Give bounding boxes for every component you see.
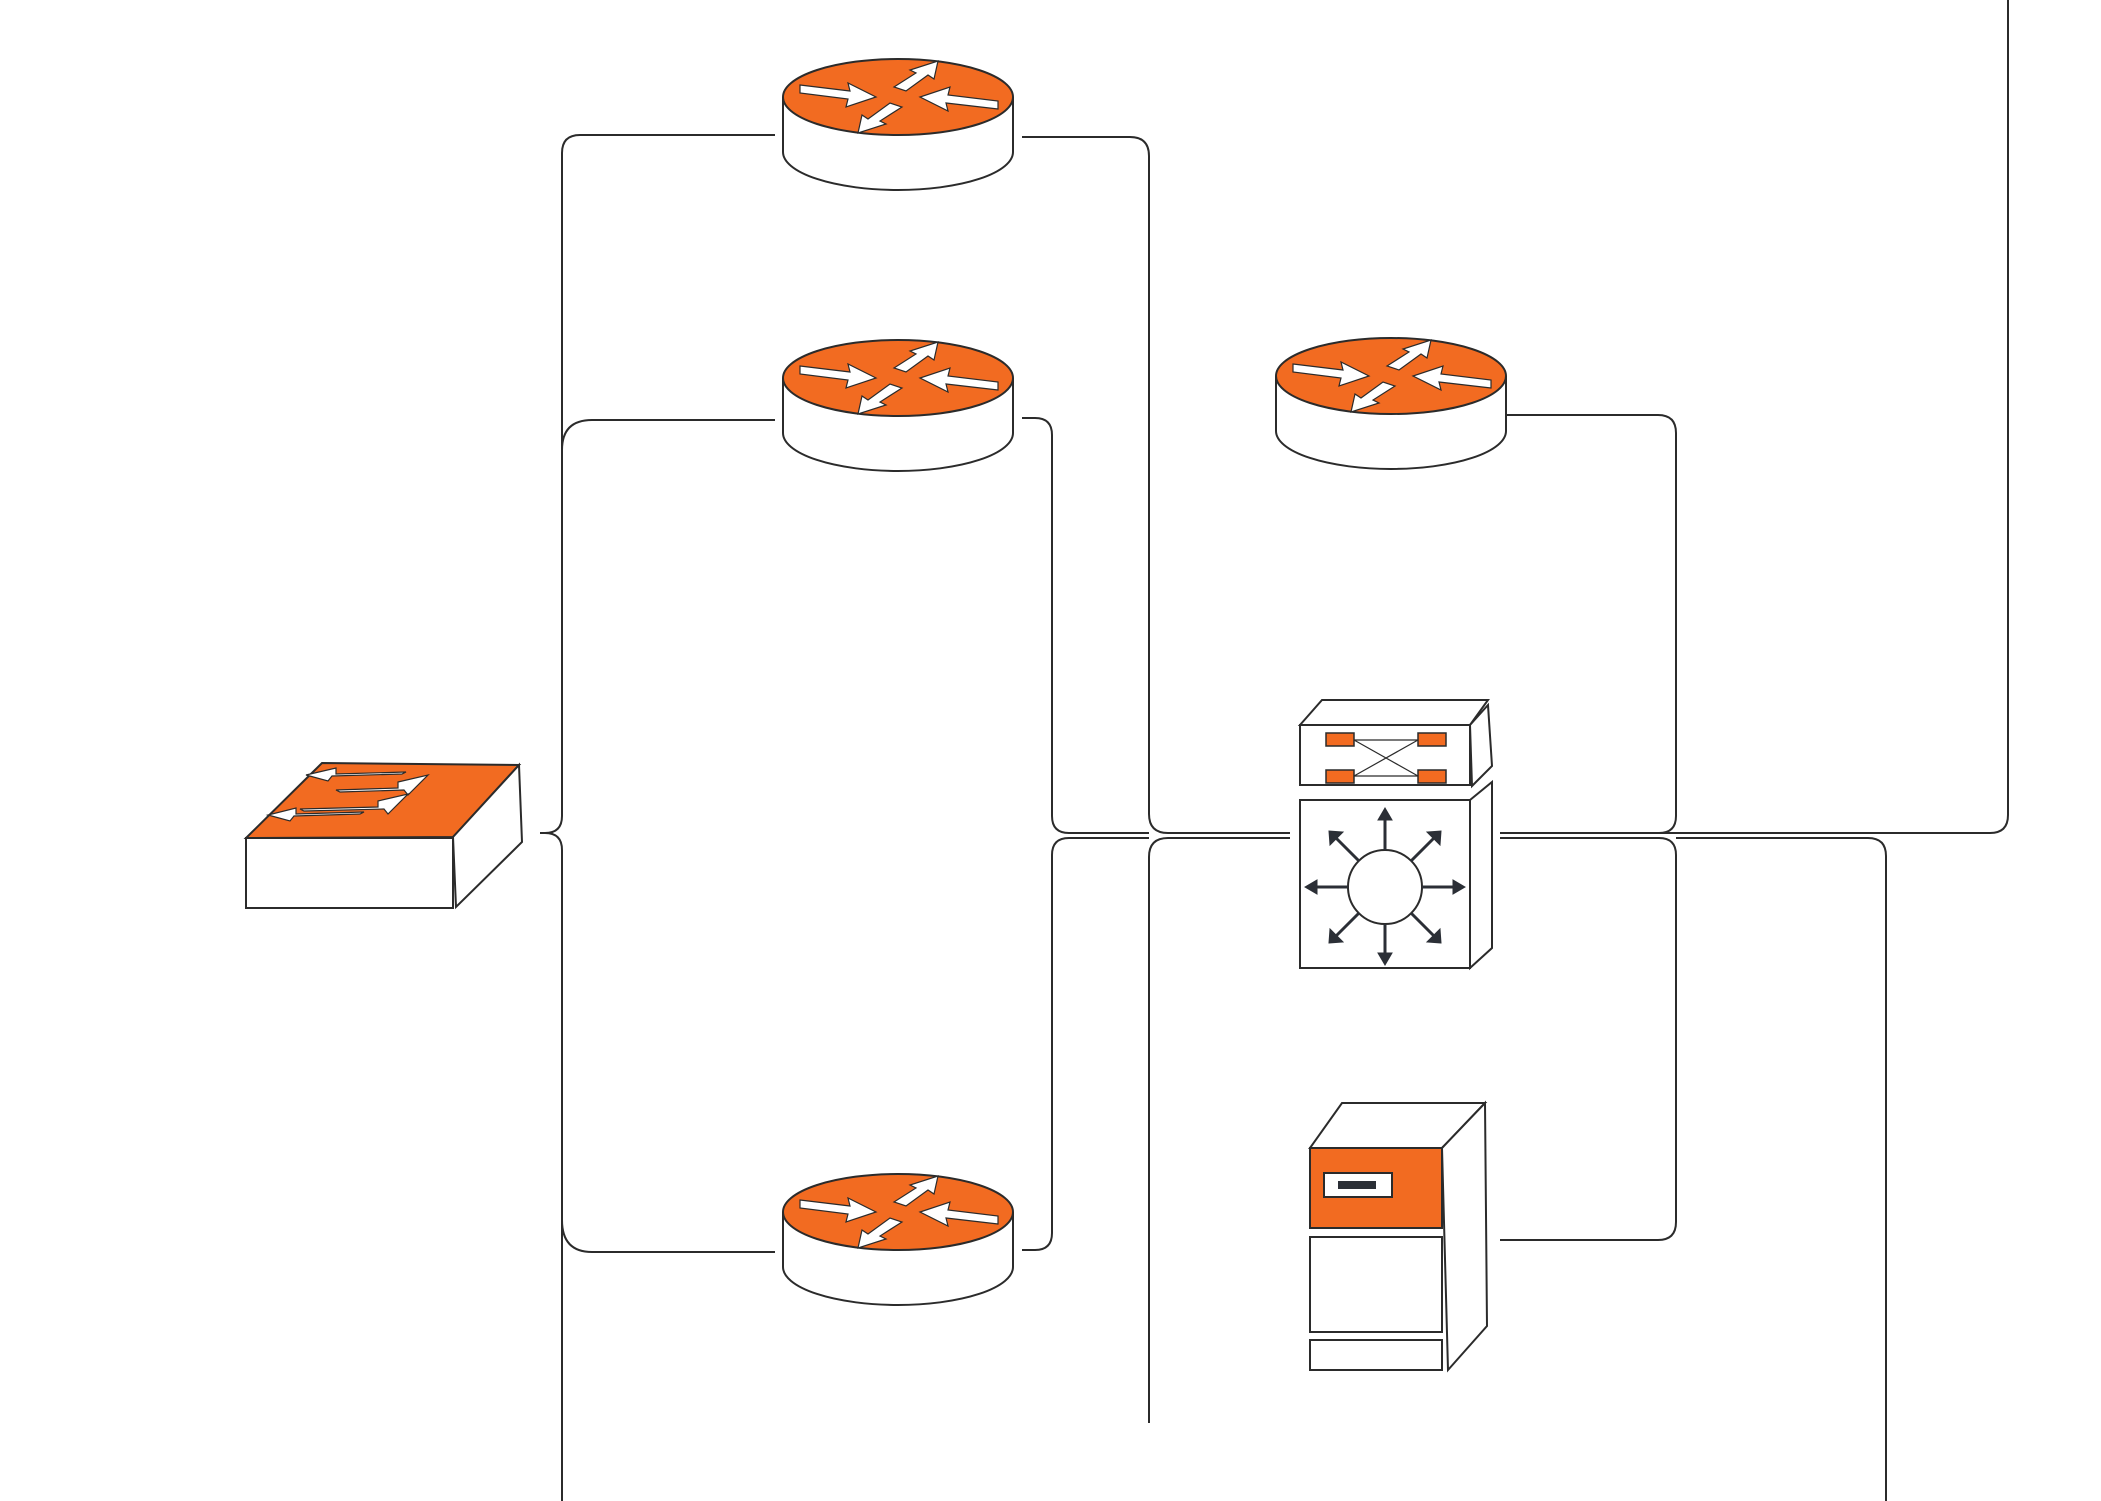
link-switch-router-top [540,134,775,834]
link-router-top-center [1022,136,1290,834]
link-bus-bottom-right [1676,837,1887,1501]
connections [540,0,2009,1501]
switch-icon [243,761,524,910]
link-switch-router-bottom [561,1219,775,1253]
multilayer-switch-center [1297,699,1494,971]
router-icon [782,339,1014,472]
server-tower [1308,1100,1489,1373]
link-router-middle-center [1022,417,1149,834]
router-bottom [782,1173,1014,1306]
link-router-right-bus [1500,414,1677,834]
link-server-bus [1500,837,1677,1241]
link-router-bottom-center [1022,837,1149,1251]
switch-left [243,761,524,910]
router-right [1275,337,1507,470]
router-top [782,58,1014,191]
router-middle [782,339,1014,472]
layer3-switch-icon [1297,699,1494,971]
router-icon [1275,337,1507,470]
link-switch-down [540,832,563,1501]
server-icon [1308,1100,1489,1373]
link-switch-router-middle [561,419,775,451]
link-center-down [1148,837,1290,1423]
router-icon [782,1173,1014,1306]
link-bus-top-right [1500,0,2009,834]
router-icon [782,58,1014,191]
